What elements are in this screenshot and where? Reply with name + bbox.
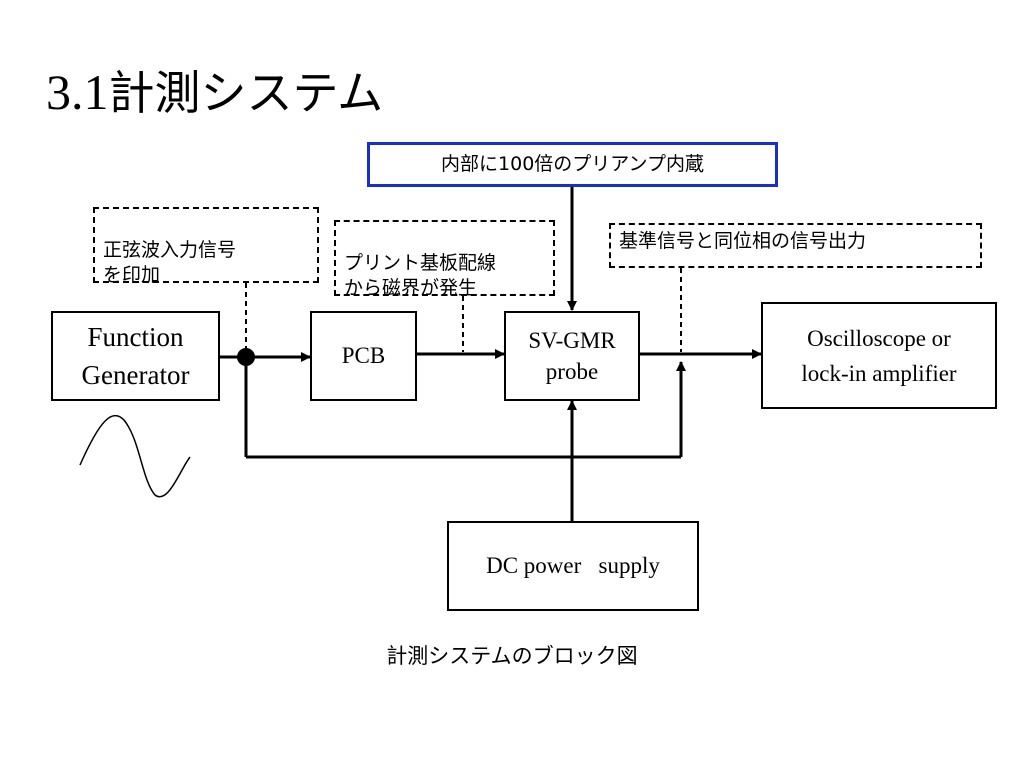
diagram-caption: 計測システムのブロック図 <box>386 644 638 668</box>
reference-note-text: 基準信号と同位相の信号出力 <box>619 230 867 252</box>
oscilloscope-label: Oscilloscope or lock-in amplifier <box>801 325 957 386</box>
title-text: 計測システム <box>108 66 384 120</box>
sine-wave-icon <box>79 415 191 498</box>
pcb-field-note-text: プリント基板配線 から磁界が発生 <box>344 252 497 299</box>
title-number: 3.1 <box>46 64 109 120</box>
preamp-note: 内部に100倍のプリアンプ内蔵 <box>367 142 778 187</box>
dc-supply-label: DC power supply <box>486 553 660 578</box>
slide-title: 3.1計測システム <box>46 62 383 123</box>
function-generator-block: Function Generator <box>51 311 220 401</box>
oscilloscope-block: Oscilloscope or lock-in amplifier <box>761 302 997 409</box>
probe-block: SV-GMR probe <box>504 311 640 401</box>
sine-input-note-text: 正弦波入力信号 を印加 <box>103 239 237 286</box>
pcb-field-note: プリント基板配線 から磁界が発生 <box>334 220 555 299</box>
preamp-note-text: 内部に100倍のプリアンプ内蔵 <box>441 153 704 175</box>
sine-input-note: 正弦波入力信号 を印加 <box>93 207 319 286</box>
reference-note: 基準信号と同位相の信号出力 <box>609 223 982 268</box>
probe-label: SV-GMR probe <box>528 328 616 384</box>
function-generator-label: Function Generator <box>81 322 190 390</box>
dc-supply-block: DC power supply <box>447 521 699 611</box>
pcb-label: PCB <box>341 343 386 368</box>
pcb-block: PCB <box>310 311 417 401</box>
